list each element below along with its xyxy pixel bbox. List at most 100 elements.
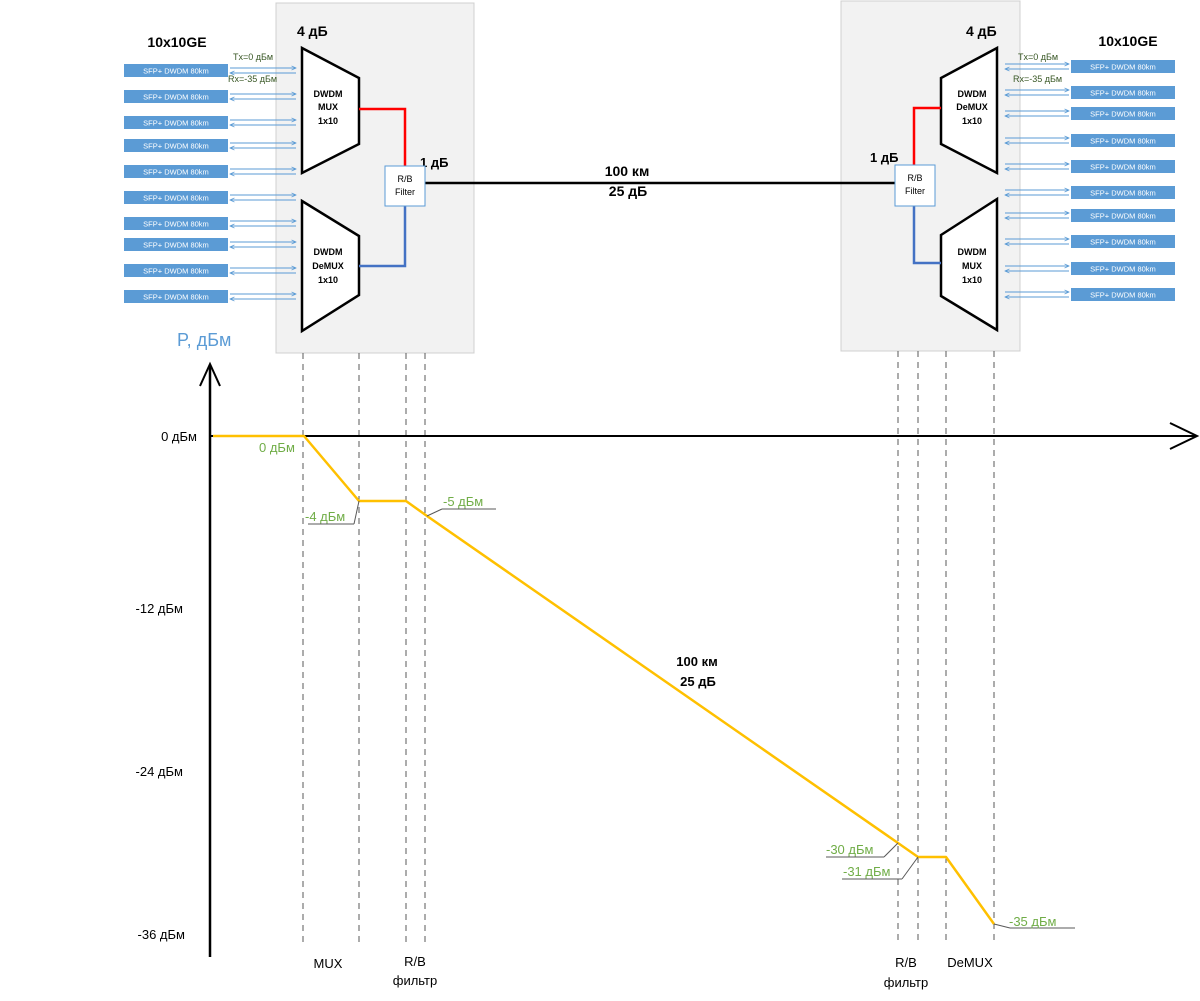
x-axis-arrow bbox=[1169, 422, 1200, 450]
stage-label-demux: DeMUX bbox=[947, 955, 993, 970]
left-filter-line2: Filter bbox=[395, 187, 415, 197]
mid-link-distance-label: 100 км bbox=[676, 654, 717, 669]
link-distance-label: 100 км bbox=[605, 163, 650, 179]
left-filter-line1: R/B bbox=[397, 174, 412, 184]
stage-label-rb-left: R/B bbox=[404, 954, 426, 969]
power-label-minus-30: -30 дБм bbox=[826, 842, 874, 857]
right-mux-line2: MUX bbox=[962, 261, 982, 271]
y-tick-36: -36 дБм bbox=[138, 927, 186, 942]
sfp-label: SFP+ DWDM 80km bbox=[1090, 291, 1156, 300]
left-dwdm-mux bbox=[300, 45, 361, 176]
sfp-module: SFP+ DWDM 80km bbox=[124, 290, 296, 303]
right-filter-loss-label: 1 дБ bbox=[870, 150, 898, 165]
y-tick-0: 0 дБм bbox=[161, 429, 197, 444]
sfp-label: SFP+ DWDM 80km bbox=[1090, 89, 1156, 98]
power-axis-label: P, дБм bbox=[177, 330, 231, 350]
right-demux-line1: DWDM bbox=[958, 89, 987, 99]
left-rx-label: Rx=-35 дБм bbox=[228, 74, 277, 84]
sfp-module: SFP+ DWDM 80km bbox=[1005, 235, 1175, 248]
sfp-module: SFP+ DWDM 80km bbox=[124, 116, 296, 129]
leader-line bbox=[883, 842, 899, 858]
right-dwdm-demux bbox=[939, 45, 999, 176]
sfp-label: SFP+ DWDM 80km bbox=[1090, 238, 1156, 247]
leader-line bbox=[353, 500, 360, 525]
sfp-label: SFP+ DWDM 80km bbox=[143, 241, 209, 250]
right-dwdm-mux bbox=[939, 196, 999, 333]
left-demux-line3: 1x10 bbox=[318, 275, 338, 285]
right-red-fiber bbox=[912, 106, 941, 165]
left-group-title: 10x10GE bbox=[147, 34, 206, 50]
sfp-module: SFP+ DWDM 80km bbox=[1005, 160, 1175, 173]
sfp-label: SFP+ DWDM 80km bbox=[143, 168, 209, 177]
stage-label-rb-right: R/B bbox=[895, 955, 917, 970]
sfp-module: SFP+ DWDM 80km bbox=[1005, 288, 1175, 301]
sfp-module: SFP+ DWDM 80km bbox=[124, 64, 296, 77]
power-label-minus-5: -5 дБм bbox=[443, 494, 483, 509]
right-mux-line3: 1x10 bbox=[962, 275, 982, 285]
stage-label-mux: MUX bbox=[314, 956, 343, 971]
sfp-module: SFP+ DWDM 80km bbox=[124, 165, 296, 178]
sfp-module: SFP+ DWDM 80km bbox=[1005, 186, 1175, 199]
left-demux-line1: DWDM bbox=[314, 247, 343, 257]
left-red-fiber bbox=[359, 107, 407, 166]
stage-label-filter-right: фильтр bbox=[884, 975, 928, 990]
sfp-label: SFP+ DWDM 80km bbox=[1090, 189, 1156, 198]
right-filter-line1: R/B bbox=[907, 173, 922, 183]
sfp-module: SFP+ DWDM 80km bbox=[124, 217, 296, 230]
sfp-label: SFP+ DWDM 80km bbox=[143, 220, 209, 229]
leader-line bbox=[901, 856, 919, 880]
sfp-label: SFP+ DWDM 80km bbox=[143, 293, 209, 302]
sfp-label: SFP+ DWDM 80km bbox=[143, 93, 209, 102]
leader-line bbox=[426, 508, 443, 517]
sfp-label: SFP+ DWDM 80km bbox=[143, 67, 209, 76]
right-mux-line1: DWDM bbox=[958, 247, 987, 257]
left-demux-line2: DeMUX bbox=[312, 261, 344, 271]
sfp-label: SFP+ DWDM 80km bbox=[143, 119, 209, 128]
sfp-label: SFP+ DWDM 80km bbox=[143, 142, 209, 151]
left-mux-line1: DWDM bbox=[314, 89, 343, 99]
sfp-module: SFP+ DWDM 80km bbox=[1005, 86, 1175, 99]
left-mux-line2: MUX bbox=[318, 102, 338, 112]
sfp-module: SFP+ DWDM 80km bbox=[124, 139, 296, 152]
right-tx-label: Tx=0 дБм bbox=[1018, 52, 1058, 62]
right-demux-line3: 1x10 bbox=[962, 116, 982, 126]
sfp-label: SFP+ DWDM 80km bbox=[1090, 110, 1156, 119]
left-mux-loss-label: 4 дБ bbox=[297, 23, 328, 39]
sfp-label: SFP+ DWDM 80km bbox=[1090, 63, 1156, 72]
sfp-module: SFP+ DWDM 80km bbox=[1005, 134, 1175, 147]
left-filter-loss-label: 1 дБ bbox=[420, 155, 448, 170]
right-mux-loss-label: 4 дБ bbox=[966, 23, 997, 39]
sfp-module: SFP+ DWDM 80km bbox=[124, 238, 296, 251]
right-rb-filter bbox=[894, 164, 936, 207]
mid-link-loss-label: 25 дБ bbox=[680, 674, 716, 689]
leader-line bbox=[993, 923, 1011, 929]
right-demux-line2: DeMUX bbox=[956, 102, 988, 112]
sfp-module: SFP+ DWDM 80km bbox=[124, 90, 296, 103]
sfp-module: SFP+ DWDM 80km bbox=[1005, 209, 1175, 222]
sfp-module: SFP+ DWDM 80km bbox=[1005, 262, 1175, 275]
sfp-module: SFP+ DWDM 80km bbox=[124, 264, 296, 277]
power-label-0: 0 дБм bbox=[259, 440, 295, 455]
left-tx-label: Tx=0 дБм bbox=[233, 52, 273, 62]
left-blue-fiber bbox=[359, 206, 407, 268]
sfp-label: SFP+ DWDM 80km bbox=[1090, 137, 1156, 146]
sfp-label: SFP+ DWDM 80km bbox=[143, 267, 209, 276]
link-loss-label: 25 дБ bbox=[609, 183, 647, 199]
power-label-minus-31: -31 дБм bbox=[843, 864, 891, 879]
right-rx-label: Rx=-35 дБм bbox=[1013, 74, 1062, 84]
power-label-minus-4: -4 дБм bbox=[305, 509, 345, 524]
sfp-module: SFP+ DWDM 80km bbox=[1005, 60, 1175, 73]
right-group-title: 10x10GE bbox=[1098, 33, 1157, 49]
left-rb-filter bbox=[384, 165, 426, 207]
sfp-label: SFP+ DWDM 80km bbox=[1090, 265, 1156, 274]
right-sfp-modules: SFP+ DWDM 80km SFP+ DWDM 80km SFP+ DWDM … bbox=[1005, 60, 1175, 301]
y-tick-12: -12 дБм bbox=[136, 601, 184, 616]
sfp-label: SFP+ DWDM 80km bbox=[1090, 163, 1156, 172]
right-filter-line2: Filter bbox=[905, 186, 925, 196]
right-blue-fiber bbox=[912, 206, 941, 265]
y-tick-24: -24 дБм bbox=[136, 764, 184, 779]
stage-label-filter-left: фильтр bbox=[393, 973, 437, 988]
leader-lines bbox=[308, 500, 1075, 929]
power-label-minus-35: -35 дБм bbox=[1009, 914, 1057, 929]
